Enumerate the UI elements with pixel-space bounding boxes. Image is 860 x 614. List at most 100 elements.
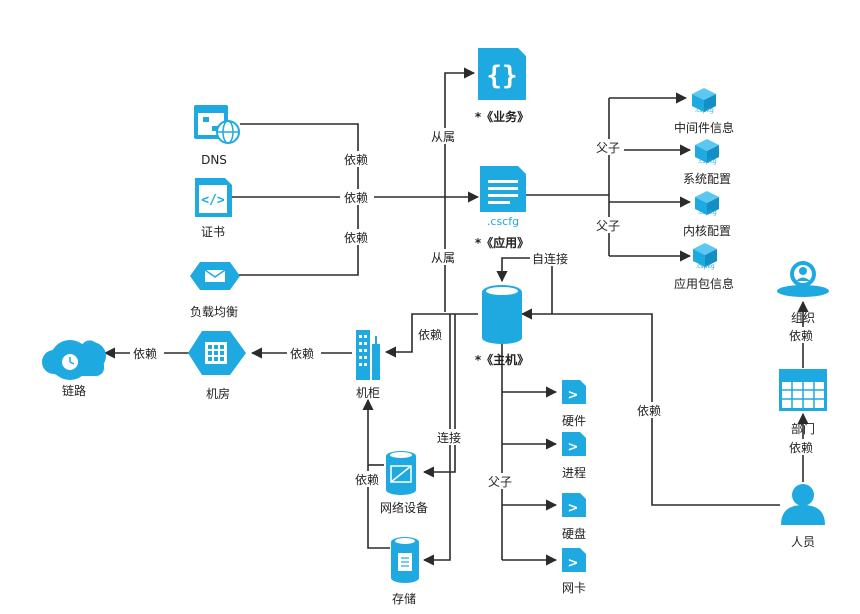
building-icon	[356, 330, 380, 380]
cabinet-node[interactable]: 机柜	[356, 330, 380, 400]
host-node[interactable]: *《主机》	[475, 285, 529, 367]
edge-label-dept-org: 依赖	[789, 328, 813, 343]
pkg-ext-pkg: .cspkg	[695, 263, 715, 270]
edge-label-cabinet-room: 依赖	[290, 346, 314, 361]
hw-node[interactable]: > 硬件	[562, 380, 586, 428]
syscfg-label: 系统配置	[683, 172, 731, 186]
edge-storage-cabinet	[362, 398, 390, 549]
edge-label-host-parent: 父子	[488, 475, 512, 489]
hw-label: 硬件	[562, 414, 586, 428]
dns-label: DNS	[201, 153, 227, 167]
mw-node[interactable]: .cspkg 中间件信息	[674, 88, 734, 135]
svg-text:{}: {}	[486, 61, 517, 91]
room-label: 机房	[206, 386, 230, 401]
svg-text:>: >	[568, 388, 579, 403]
package-icon	[695, 191, 719, 215]
terminal-icon: >	[562, 493, 586, 517]
person-label: 人员	[791, 535, 815, 549]
storage-node[interactable]: 存储	[391, 537, 419, 606]
edge-lb-app	[238, 197, 359, 276]
app-node[interactable]: .cscfg *《应用》	[475, 166, 529, 250]
config-braces-icon: {}	[478, 48, 526, 100]
package-icon	[693, 243, 717, 267]
kernel-label: 内核配置	[683, 224, 731, 238]
dept-node[interactable]: 部门	[779, 369, 827, 436]
room-grid-icon	[188, 331, 246, 375]
edge-host-storage	[422, 314, 451, 566]
load-balancer-icon	[190, 262, 240, 290]
pkg-ext-sys: .cspkg	[697, 158, 717, 165]
cert-node[interactable]: </> 证书	[195, 178, 232, 239]
edge-label-self: 自连接	[532, 251, 568, 266]
document-icon	[480, 166, 526, 212]
edge-label-dns: 依赖	[344, 152, 368, 167]
storage-icon	[391, 537, 419, 583]
dept-label: 部门	[791, 421, 815, 436]
edge-label-person-host: 依赖	[637, 403, 661, 418]
svg-text:>: >	[568, 501, 579, 516]
terminal-icon: >	[562, 380, 586, 404]
edge-self-connect	[496, 257, 553, 314]
svg-text:</>: </>	[201, 193, 225, 208]
terminal-icon: >	[562, 432, 586, 456]
edge-label-parent-1: 父子	[596, 141, 620, 155]
edge-label-parent-2: 父子	[596, 219, 620, 233]
cabinet-label: 机柜	[356, 386, 380, 400]
proc-node[interactable]: > 进程	[562, 432, 586, 480]
package-icon	[695, 139, 719, 163]
edge-label-storage-cabinet: 依赖	[355, 472, 379, 487]
cert-label: 证书	[201, 225, 225, 239]
netdev-node[interactable]: 网络设备	[380, 451, 428, 515]
table-grid-icon	[779, 369, 827, 411]
edge-host-cabinet	[384, 313, 478, 358]
kernel-node[interactable]: .cspkg 内核配置	[683, 191, 731, 238]
edge-label-lb: 依赖	[344, 230, 368, 245]
app-file-ext: .cscfg	[487, 215, 519, 228]
pkg-label: 应用包信息	[674, 276, 734, 291]
netdev-label: 网络设备	[380, 500, 428, 515]
storage-label: 存储	[392, 591, 416, 606]
dns-node[interactable]: DNS	[194, 105, 240, 167]
package-icon	[692, 88, 716, 112]
pkg-node[interactable]: .cspkg 应用包信息	[674, 243, 734, 291]
edge-label-room-link: 依赖	[133, 346, 157, 361]
proc-label: 进程	[562, 465, 586, 480]
edge-host-netdev	[422, 314, 456, 478]
app-label: *《应用》	[475, 235, 529, 250]
edge-dns-app	[240, 123, 359, 197]
link-node[interactable]: 链路	[42, 340, 106, 398]
edge-label-connect: 连接	[437, 430, 461, 445]
person-node[interactable]: 人员	[781, 484, 825, 549]
disk-node[interactable]: > 硬盘	[562, 493, 586, 541]
organization-icon	[777, 261, 829, 297]
syscfg-node[interactable]: .cspkg 系统配置	[683, 139, 731, 186]
svg-text:>: >	[568, 440, 579, 455]
code-file-icon: </>	[195, 178, 232, 217]
person-icon	[781, 484, 825, 525]
database-icon	[482, 285, 522, 344]
mw-label: 中间件信息	[674, 120, 734, 135]
org-node[interactable]: 组织	[777, 261, 829, 325]
business-node[interactable]: {} *《业务》	[475, 48, 529, 124]
nic-node[interactable]: > 网卡	[562, 548, 586, 595]
dns-network-icon	[194, 105, 240, 144]
edge-label-cert: 依赖	[344, 190, 368, 205]
host-label: *《主机》	[475, 352, 529, 367]
edge-label-host-cabinet: 依赖	[418, 327, 442, 342]
terminal-icon: >	[562, 548, 586, 572]
link-label: 链路	[62, 383, 86, 398]
pkg-ext-mw: .cspkg	[694, 107, 714, 114]
network-device-icon	[386, 451, 416, 495]
edge-label-belongs-1: 从属	[431, 130, 455, 144]
lb-label: 负载均衡	[190, 305, 238, 319]
edge-label-person-dept: 依赖	[789, 440, 813, 455]
org-label: 组织	[791, 311, 815, 325]
edge-labels: 依赖 依赖 依赖 从属 从属 父子 父子 自连接 依赖 依赖 依赖 连接 依赖 …	[130, 128, 820, 489]
nic-label: 网卡	[562, 581, 586, 595]
lb-node[interactable]: 负载均衡	[190, 262, 240, 319]
cloud-clock-icon	[42, 340, 106, 380]
room-node[interactable]: 机房	[188, 331, 246, 401]
business-label: *《业务》	[475, 109, 529, 124]
edge-label-belongs-2: 从属	[431, 251, 455, 265]
